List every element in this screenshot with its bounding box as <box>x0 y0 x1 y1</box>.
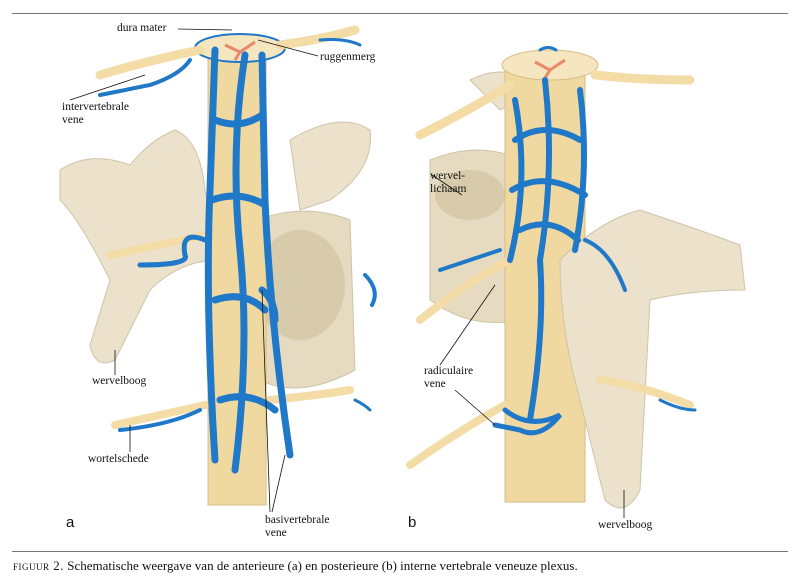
label-line: radiculaire <box>424 365 474 377</box>
label-line: lichaam <box>430 183 467 195</box>
vertebral-arch-b <box>559 209 746 509</box>
label-wervellichaam: wervel- lichaam <box>430 170 466 196</box>
leader-lines <box>69 28 625 518</box>
transverse-process-a <box>289 121 371 211</box>
label-line: wervel- <box>430 170 466 182</box>
label-wervelboog-a: wervelboog <box>92 375 147 387</box>
label-line: intervertebrale <box>62 101 130 113</box>
nerve-root-low-b <box>406 376 694 469</box>
grey-matter-a <box>224 40 256 61</box>
label-ruggenmerg: ruggenmerg <box>320 51 376 63</box>
label-intervertebrale-vene: intervertebrale vene <box>62 101 129 127</box>
label-wortelschede: wortelschede <box>88 453 149 465</box>
label-radiculaire-vene: radiculaire vene <box>424 365 473 391</box>
cord-section-b <box>501 49 599 81</box>
cord-section-a <box>194 33 286 63</box>
nerve-root-top-b <box>415 70 695 140</box>
nerve-root-top-a <box>95 25 360 80</box>
panel-a-illustration <box>59 25 377 506</box>
label-line: vene <box>265 527 287 539</box>
label-wervelboog-b: wervelboog <box>598 519 653 531</box>
label-basivertebrale-vene: basivertebrale vene <box>265 514 330 540</box>
veins-b <box>438 46 697 436</box>
caption-prefix: figuur 2. <box>13 558 65 573</box>
panel-label-b: b <box>408 514 417 531</box>
nerve-root-mid-b <box>416 256 514 324</box>
label-line: basivertebrale <box>265 514 330 526</box>
label-line: vene <box>62 114 84 126</box>
grey-matter-b <box>534 58 566 79</box>
panel-b-illustration <box>406 46 746 509</box>
caption-text: Schematische weergave van de anterieure … <box>64 558 578 573</box>
cancellous-bone-b <box>435 170 505 220</box>
label-line: vene <box>424 378 446 390</box>
figure-caption: figuur 2. Schematische weergave van de a… <box>13 558 578 574</box>
label-dura-mater: dura mater <box>117 22 167 34</box>
top-rule <box>12 13 788 14</box>
bottom-rule <box>12 551 788 552</box>
panel-label-a: a <box>66 514 75 531</box>
veins-a <box>98 38 377 474</box>
